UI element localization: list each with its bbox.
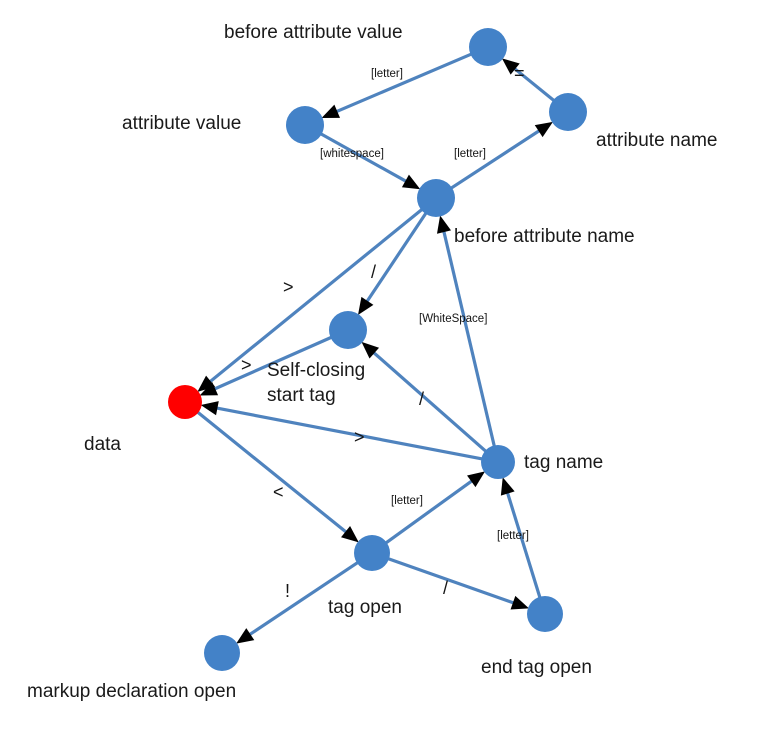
edge-label-end-tag-open-to-tag-name: [letter] [497,530,529,542]
edge-label-before-attribute-name-to-data: > [283,277,294,297]
edge-self-closing-to-data [199,335,333,396]
node-label-data: data [84,434,121,455]
edge-label-tag-open-to-markup-declaration-open: ! [285,581,291,601]
edge-tag-open-to-markup-declaration-open [236,561,359,644]
node-attribute-name[interactable] [549,93,587,131]
edge-before-attribute-value-to-attribute-value [321,52,473,118]
edge-tag-name-to-self-closing [361,341,488,453]
node-label-attribute-name: attribute name [596,130,718,151]
edges-layer [196,52,556,644]
node-before-attribute-value[interactable] [469,28,507,66]
node-attribute-value[interactable] [286,106,324,144]
edge-label-tag-open-to-tag-name: [letter] [391,495,423,507]
edge-tag-open-to-end-tag-open [387,557,529,610]
edge-label-tag-name-to-self-closing: / [419,389,425,409]
edge-tag-name-to-before-attribute-name [436,215,496,447]
edge-label-data-to-tag-open: < [273,482,284,502]
edge-attribute-name-to-before-attribute-value [501,58,556,102]
edge-attribute-value-to-before-attribute-name [319,132,421,190]
node-markup-declaration-open[interactable] [204,635,240,671]
edge-label-tag-name-to-data: > [354,427,365,447]
node-label-attribute-value: attribute value [122,113,242,134]
node-self-closing-start-tag[interactable] [329,311,367,349]
edge-label-attribute-name-to-before-attribute-value: = [514,63,525,83]
edge-label-before-attribute-value-to-attribute-value: [letter] [371,68,403,80]
edge-tag-open-to-tag-name [384,471,486,545]
node-tag-name[interactable] [481,445,515,479]
node-data[interactable] [168,385,202,419]
edge-label-self-closing-to-data: > [241,355,252,375]
edge-label-before-attribute-name-to-attribute-name: [letter] [454,148,486,160]
nodes-layer [168,28,587,671]
node-tag-open[interactable] [354,535,390,571]
edge-label-attribute-value-to-before-attribute-name: [whitespace] [320,148,384,160]
node-label-tag-name: tag name [524,452,604,473]
edge-before-attribute-name-to-self-closing [357,212,428,316]
edge-label-tag-open-to-end-tag-open: / [443,578,449,598]
edge-label-before-attribute-name-to-self-closing: / [371,262,377,282]
node-label-before-attribute-name: before attribute name [454,226,635,247]
edge-tag-name-to-data [200,401,483,461]
node-label-tag-open: tag open [328,597,402,618]
node-label-self-closing-start-tag: Self-closing start tag [267,360,366,407]
node-label-end-tag-open: end tag open [481,657,592,678]
edge-label-tag-name-to-before-attribute-name: [WhiteSpace] [419,313,488,325]
node-label-markup-declaration-open: markup declaration open [27,681,237,702]
node-end-tag-open[interactable] [527,596,563,632]
edge-before-attribute-name-to-attribute-name [450,121,553,190]
edge-end-tag-open-to-tag-name [500,477,542,599]
node-before-attribute-name[interactable] [417,179,455,217]
edge-data-to-tag-open [196,410,359,543]
node-label-before-attribute-value: before attribute value [224,22,403,43]
